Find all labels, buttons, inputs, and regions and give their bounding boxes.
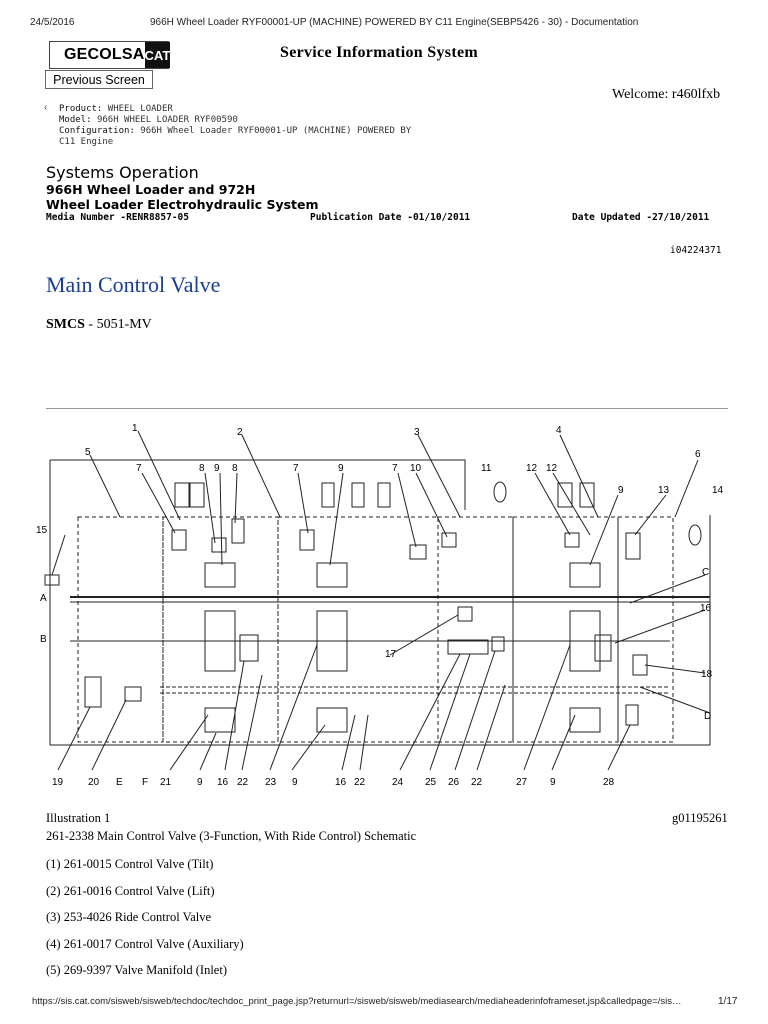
callout-18: 18 (701, 669, 713, 680)
print-title: 966H Wheel Loader RYF00001-UP (MACHINE) … (150, 17, 639, 28)
callout-27: 27 (516, 777, 528, 788)
callout-2: 2 (237, 427, 243, 438)
page-title: Main Control Valve (46, 272, 221, 297)
document-id: i04224371 (670, 245, 722, 256)
callout-9f: 9 (550, 777, 556, 788)
illustration-caption: 261-2338 Main Control Valve (3-Function,… (46, 829, 417, 843)
date-updated: Date Updated -27/10/2011 (572, 212, 710, 223)
callout-3: 3 (414, 427, 420, 438)
callout-20: 20 (88, 777, 100, 788)
back-arrow-icon[interactable]: ‹ (44, 102, 48, 113)
callout-7b: 7 (293, 463, 299, 474)
callout-14: 14 (712, 485, 724, 496)
callout-17: 17 (385, 649, 397, 660)
callout-a: A (40, 593, 47, 604)
callout-e: E (116, 777, 123, 788)
model-value[interactable]: 966H WHEEL LOADER RYF00590 (96, 115, 238, 125)
callout-22b: 22 (354, 777, 366, 788)
callout-9c: 9 (618, 485, 624, 496)
callout-24: 24 (392, 777, 404, 788)
illustration-label: Illustration 1 (46, 811, 111, 825)
callout-8a: 8 (199, 463, 205, 474)
cat-logo-icon: CAT (144, 42, 171, 68)
callout-9b: 9 (338, 463, 344, 474)
callout-d: D (704, 711, 711, 722)
callout-c: C (702, 567, 709, 578)
page-number: 1/17 (718, 996, 738, 1007)
doc-subtitle-2: Wheel Loader Electrohydraulic System (46, 197, 319, 212)
callout-labels: 1 2 3 4 5 6 7 8 9 8 7 9 7 10 11 12 12 9 … (36, 423, 724, 788)
callout-b: B (40, 634, 47, 645)
callout-7c: 7 (392, 463, 398, 474)
list-item: (3) 253-4026 Ride Control Valve (46, 910, 212, 924)
gecolsa-cat-logo[interactable]: GECOLSA CAT (49, 41, 171, 69)
callout-28: 28 (603, 777, 615, 788)
logo-company-text: GECOLSA (64, 46, 145, 63)
callout-12a: 12 (526, 463, 538, 474)
welcome-user: Welcome: r460lfxb (612, 87, 721, 102)
callout-8b: 8 (232, 463, 238, 474)
callout-7a: 7 (136, 463, 142, 474)
breadcrumb-configuration-cont: C11 Engine (59, 137, 114, 147)
list-item: (2) 261-0016 Control Valve (Lift) (46, 884, 215, 898)
main-control-valve-schematic[interactable]: 1 2 3 4 5 6 7 8 9 8 7 9 7 10 11 12 12 9 … (30, 415, 740, 795)
breadcrumb-model: Model: 966H WHEEL LOADER RYF00590 (59, 115, 238, 125)
breadcrumb-configuration: Configuration: 966H Wheel Loader RYF0000… (59, 126, 411, 136)
product-label: Product: (59, 104, 103, 114)
model-label: Model: (59, 115, 92, 125)
callout-4: 4 (556, 425, 562, 436)
previous-screen-button[interactable]: Previous Screen (45, 70, 153, 89)
print-url[interactable]: https://sis.cat.com/sisweb/sisweb/techdo… (32, 996, 682, 1007)
callout-19: 19 (52, 777, 64, 788)
callout-6: 6 (695, 449, 701, 460)
callout-1: 1 (132, 423, 138, 434)
smcs-value: - 5051-MV (84, 317, 152, 332)
breadcrumb-product: Product: WHEEL LOADER (59, 104, 173, 114)
list-item: (5) 269-9397 Valve Manifold (Inlet) (46, 963, 227, 977)
list-item: (4) 261-0017 Control Valve (Auxiliary) (46, 937, 244, 951)
site-title: Service Information System (280, 44, 478, 61)
callout-22c: 22 (471, 777, 483, 788)
configuration-value[interactable]: 966H Wheel Loader RYF00001-UP (MACHINE) … (140, 126, 412, 136)
callout-9a: 9 (214, 463, 220, 474)
callout-10: 10 (410, 463, 422, 474)
callout-13: 13 (658, 485, 670, 496)
callout-11: 11 (481, 463, 492, 474)
publication-date: Publication Date -01/10/2011 (310, 212, 471, 223)
callout-23: 23 (265, 777, 277, 788)
callout-9e: 9 (292, 777, 298, 788)
callout-16b: 16 (217, 777, 229, 788)
callout-15: 15 (36, 525, 48, 536)
callout-16: 16 (700, 603, 712, 614)
callout-22a: 22 (237, 777, 249, 788)
media-number: Media Number -RENR8857-05 (46, 212, 189, 223)
smcs-label: SMCS (46, 317, 85, 332)
callout-f: F (142, 777, 148, 788)
doc-subtitle-1: 966H Wheel Loader and 972H (46, 182, 256, 197)
graphic-id: g01195261 (672, 811, 728, 825)
list-item: (1) 261-0015 Control Valve (Tilt) (46, 857, 214, 871)
callout-9d: 9 (197, 777, 203, 788)
smcs-code: SMCS - 5051-MV (46, 317, 152, 333)
print-date: 24/5/2016 (30, 17, 75, 28)
section-title: Systems Operation (46, 163, 199, 182)
product-value[interactable]: WHEEL LOADER (107, 104, 173, 114)
divider (46, 408, 728, 409)
callout-16c: 16 (335, 777, 347, 788)
callout-12b: 12 (546, 463, 558, 474)
callout-26: 26 (448, 777, 460, 788)
configuration-label: Configuration: (59, 126, 135, 136)
callout-21: 21 (160, 777, 172, 788)
callout-25: 25 (425, 777, 437, 788)
callout-5: 5 (85, 447, 91, 458)
